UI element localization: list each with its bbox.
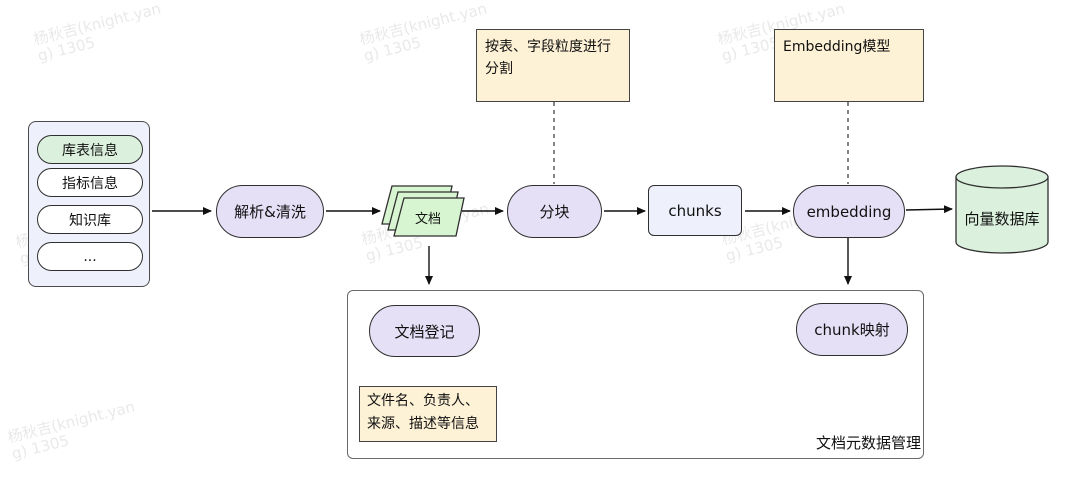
document-register-node: 文档登记 [369,305,480,357]
database-icon [955,165,1049,254]
source-item-table-info: 库表信息 [37,135,143,164]
source-item-more: ... [37,242,143,271]
split-node: 分块 [507,185,602,238]
vector-database: 向量数据库 [954,164,1050,256]
register-info-note: 文件名、负责人、来源、描述等信息 [359,386,497,442]
vector-database-label: 向量数据库 [964,209,1040,228]
arrow-embedding-to-vectordb [905,205,953,214]
chunk-mapping-node: chunk映射 [796,303,908,356]
embedding-node: embedding [793,185,905,238]
parse-clean-node: 解析&清洗 [216,185,324,238]
metadata-management-title: 文档元数据管理 [815,434,921,452]
source-item-metric-info: 指标信息 [37,168,143,197]
chunks-node: chunks [648,185,742,236]
embedding-model-note: Embedding模型 [774,29,924,102]
documents-label: 文档 [414,211,441,227]
source-item-knowledge-base: 知识库 [37,205,143,234]
documents-stack: 文档 [374,180,466,244]
split-note: 按表、字段粒度进行分割 [476,29,630,102]
documents-icon [381,185,465,237]
